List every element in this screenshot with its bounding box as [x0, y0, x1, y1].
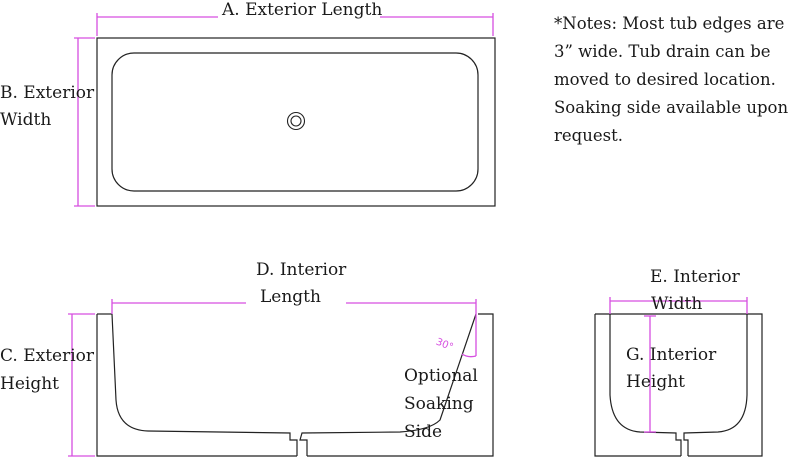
- exterior-length-dimension: [96, 13, 494, 36]
- interior-length-dimension: [111, 299, 477, 314]
- exterior-height-label-line1: C. Exterior: [0, 346, 95, 366]
- exterior-height-label-line2: Height: [0, 374, 59, 394]
- side-view-exterior-outline: [96, 313, 494, 457]
- end-view: [594, 297, 763, 457]
- end-view-interior-outline: [609, 314, 748, 456]
- exterior-height-dimension: [68, 313, 95, 457]
- soaking-side-label-line2: Soaking: [404, 394, 474, 414]
- exterior-width-dimension: [74, 37, 95, 207]
- top-view: [74, 13, 496, 207]
- interior-width-label-line2: Width: [651, 294, 703, 314]
- top-view-interior-outline: [111, 52, 479, 192]
- side-view-interior-outline: [111, 313, 477, 456]
- top-view-exterior-outline: [96, 37, 496, 207]
- drain-icon: [286, 111, 306, 131]
- angle-label: 30°: [434, 337, 455, 354]
- interior-width-dimension: [609, 297, 748, 314]
- interior-length-label-line2: Length: [260, 287, 321, 307]
- interior-height-label-line1: G. Interior: [626, 345, 717, 365]
- interior-height-dimension: [644, 315, 656, 433]
- soaking-side-label-line1: Optional: [404, 366, 478, 386]
- interior-width-label-line1: E. Interior: [650, 267, 740, 287]
- soaking-side-label-line3: Side: [404, 422, 443, 442]
- exterior-width-label-line1: B. Exterior: [0, 83, 95, 103]
- notes-text: *Notes: Most tub edges are 3” wide. Tub …: [554, 14, 789, 145]
- angle-marker: 30°: [434, 314, 477, 358]
- exterior-width-label-line2: Width: [0, 110, 52, 130]
- side-view: 30°: [68, 299, 494, 457]
- exterior-length-label: A. Exterior Length: [222, 0, 383, 20]
- interior-length-label-line1: D. Interior: [256, 260, 347, 280]
- interior-height-label-line2: Height: [626, 372, 685, 392]
- end-view-exterior-outline: [594, 313, 763, 457]
